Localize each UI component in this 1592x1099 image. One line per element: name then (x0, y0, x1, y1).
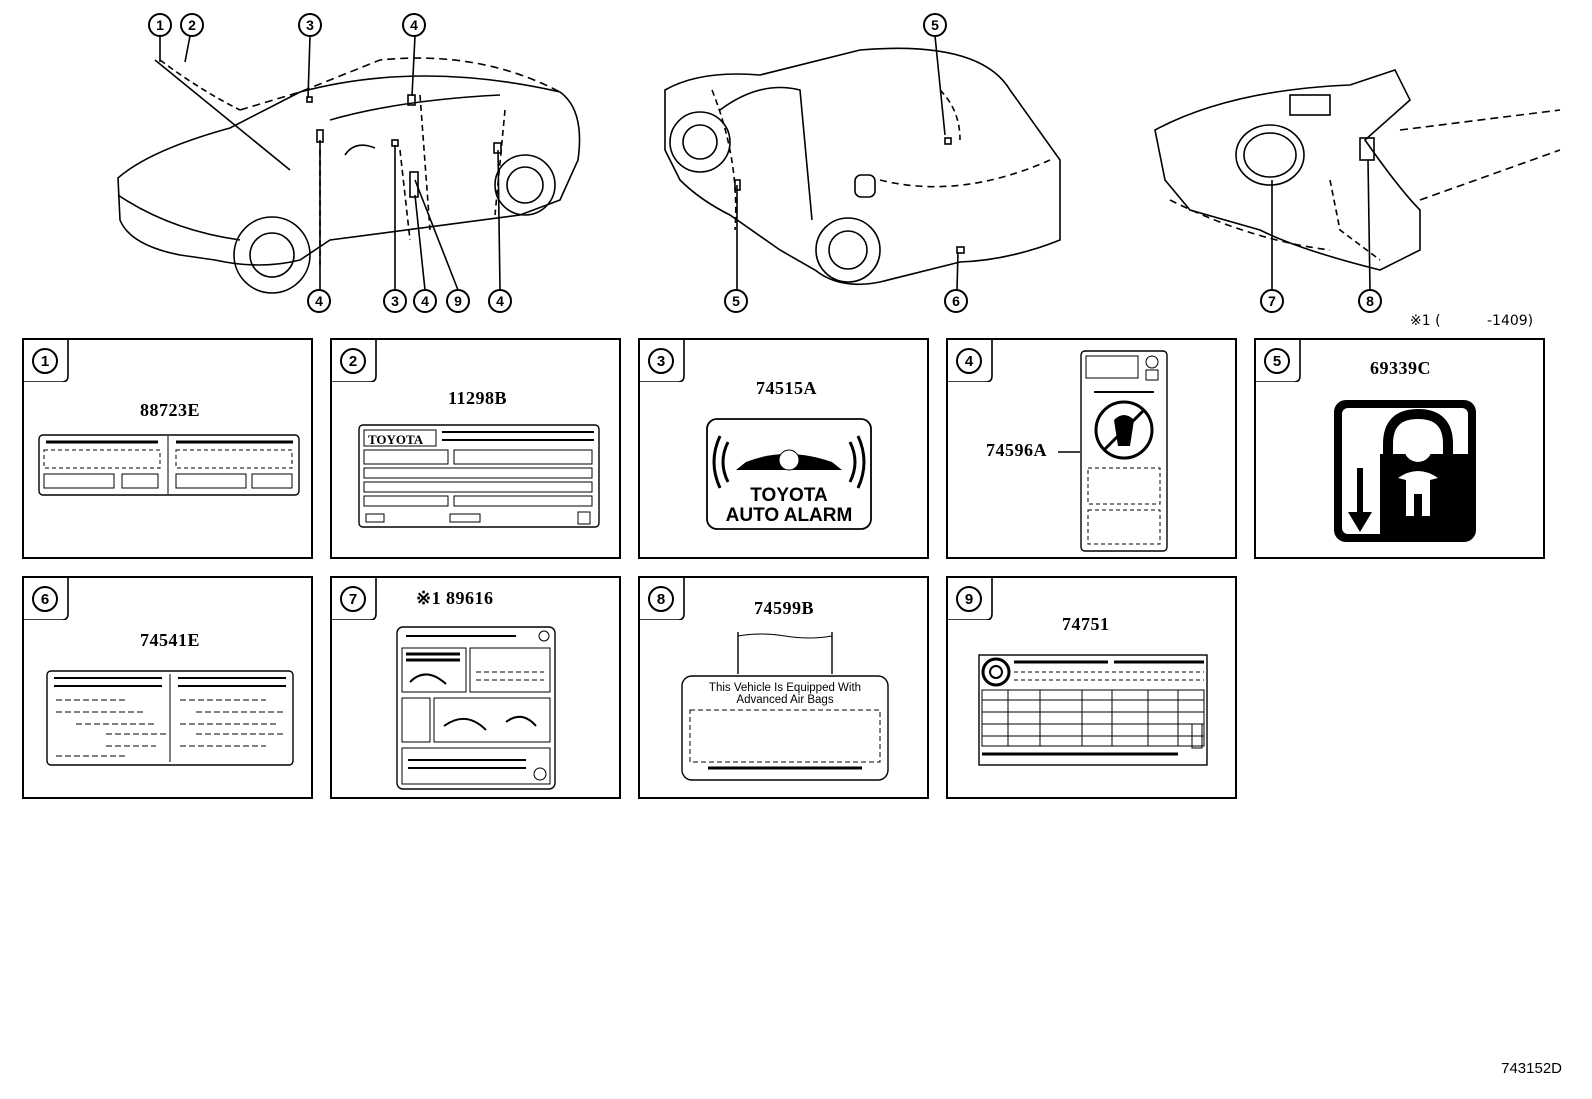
brand-text: TOYOTA (368, 432, 424, 447)
alarm-label-drawing (706, 418, 872, 530)
panel-number: 7 (340, 586, 366, 612)
callout-3: 3 (298, 13, 322, 37)
panel-number: 6 (32, 586, 58, 612)
part-number: 74599B (754, 598, 815, 618)
callout-8: 8 (1358, 289, 1382, 313)
keyless-label-drawing (396, 626, 556, 790)
label-panel-3: 3 74515A TOYOTA AUTO ALARM (638, 338, 929, 559)
callout-1: 1 (148, 13, 172, 37)
part-number: 74515A (756, 378, 817, 398)
label-panel-6: 6 74541E (22, 576, 313, 799)
part-number: 74596A (986, 440, 1047, 460)
callout-4: 4 (488, 289, 512, 313)
date-note-range: -1409) (1487, 313, 1534, 329)
label-panel-4: 4 74596A (946, 338, 1237, 559)
panel-number: 8 (648, 586, 674, 612)
callout-4: 4 (413, 289, 437, 313)
panel-number: 4 (956, 348, 982, 374)
label-panel-5: 5 69339C (1254, 338, 1545, 559)
rear-car-illustration (664, 47, 1061, 286)
callout-3: 3 (383, 289, 407, 313)
callout-4: 4 (402, 13, 426, 37)
panel-number: 1 (32, 348, 58, 374)
panel-number: 9 (956, 586, 982, 612)
alarm-line-2: AUTO ALARM (725, 505, 853, 526)
callout-9: 9 (446, 289, 470, 313)
part-number: 74751 (1062, 614, 1110, 634)
callout-4: 4 (307, 289, 331, 313)
alarm-line-1: TOYOTA (750, 485, 828, 506)
callout-5: 5 (923, 13, 947, 37)
callout-7: 7 (1260, 289, 1284, 313)
label-11298b-drawing (358, 424, 600, 528)
part-number: 88723E (140, 400, 201, 420)
child-lock-icon (1334, 400, 1476, 542)
callout-5: 5 (724, 289, 748, 313)
panel-number: 5 (1264, 348, 1290, 374)
airbag-line-1: This Vehicle Is Equipped With (708, 682, 862, 694)
tire-pressure-label-drawing (978, 654, 1208, 766)
spare-tire-label-drawing (46, 670, 294, 766)
label-88723e-drawing (38, 434, 300, 496)
label-panel-7: 7 ※1 89616 (330, 576, 621, 799)
front-car-illustration (117, 57, 581, 294)
part-prefix: ※1 (416, 588, 442, 608)
label-panel-8: 8 74599B This Vehicle Is Equipped With A… (638, 576, 929, 799)
label-panel-2: 2 11298B TOYOTA (330, 338, 621, 559)
part-number: 74541E (140, 630, 201, 650)
part-number: 11298B (448, 388, 508, 408)
panel-number: 2 (340, 348, 366, 374)
label-panel-1: 1 88723E (22, 338, 313, 559)
label-panel-9: 9 74751 (946, 576, 1237, 799)
part-number: 69339C (1370, 358, 1431, 378)
callout-6: 6 (944, 289, 968, 313)
vehicle-overview-illustrations (117, 35, 1561, 294)
part-number: 89616 (446, 588, 494, 608)
advanced-airbag-label-drawing (681, 632, 889, 781)
date-note-ref: ※1 ( (1410, 313, 1441, 329)
interior-illustration (1154, 69, 1561, 271)
panel-number: 3 (648, 348, 674, 374)
airbag-line-2: Advanced Air Bags (736, 694, 834, 706)
document-id: 743152D (1501, 1060, 1562, 1077)
leader-line (1058, 451, 1080, 453)
airbag-label-drawing (1080, 350, 1168, 552)
callout-2: 2 (180, 13, 204, 37)
